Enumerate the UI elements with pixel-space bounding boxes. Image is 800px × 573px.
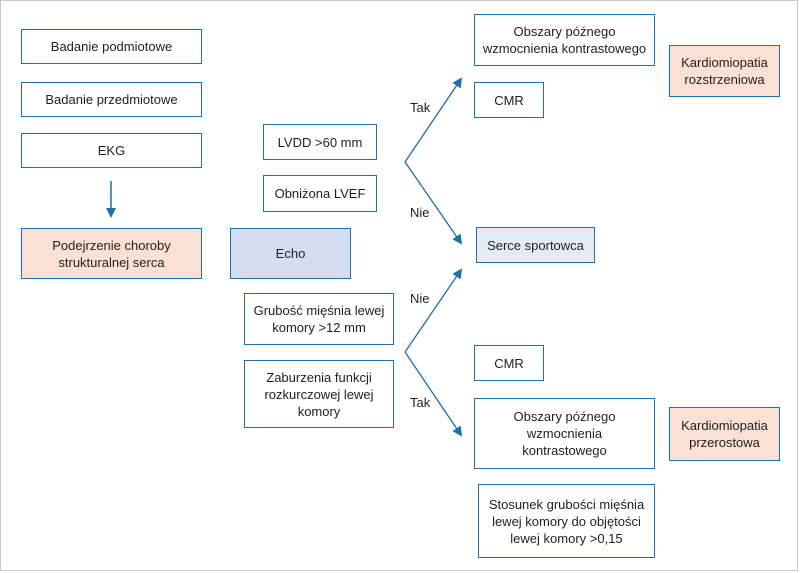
podejrzenie-choroby-box: Podejrzenie choroby strukturalnej serca — [21, 228, 202, 279]
grubosc-miesnia-box: Grubość mięśnia lewej komory >12 mm — [244, 293, 394, 345]
tak-bottom-label: Tak — [410, 395, 431, 410]
tak-bottom-arrow — [404, 351, 463, 437]
kardiomiopatia-rozstrzeniowa-box: Kardiomiopatia rozstrzeniowa — [669, 45, 780, 97]
badanie-przedmiotowe-box: Badanie przedmiotowe — [21, 82, 202, 117]
tak-top-label: Tak — [410, 100, 431, 115]
cmr-top-box: CMR — [474, 82, 544, 118]
stosunek-grubosci-box: Stosunek grubości mięśnia lewej komory d… — [478, 484, 655, 558]
lvdd-box: LVDD >60 mm — [263, 124, 377, 160]
badanie-podmiotowe-box: Badanie podmiotowe — [21, 29, 202, 64]
nie-top-label: Nie — [410, 205, 430, 220]
ekg-box: EKG — [21, 133, 202, 168]
kardiomiopatia-przerostowa-box: Kardiomiopatia przerostowa — [669, 407, 780, 461]
obszary-top-box: Obszary późnego wzmocnienia kontrastoweg… — [474, 14, 655, 66]
nie-top-arrow — [404, 161, 463, 245]
serce-sportowca-box: Serce sportowca — [476, 227, 595, 263]
cmr-bottom-box: CMR — [474, 345, 544, 381]
nie-bottom-arrow — [404, 268, 463, 353]
obszary-bottom-box: Obszary późnego wzmocnienia kontrastoweg… — [474, 398, 655, 469]
obnizona-lvef-box: Obniżona LVEF — [263, 175, 377, 212]
tak-top-arrow — [404, 77, 463, 163]
echo-box: Echo — [230, 228, 351, 279]
nie-bottom-label: Nie — [410, 291, 430, 306]
zaburzenia-funkcji-box: Zaburzenia funkcji rozkurczowej lewej ko… — [244, 360, 394, 428]
